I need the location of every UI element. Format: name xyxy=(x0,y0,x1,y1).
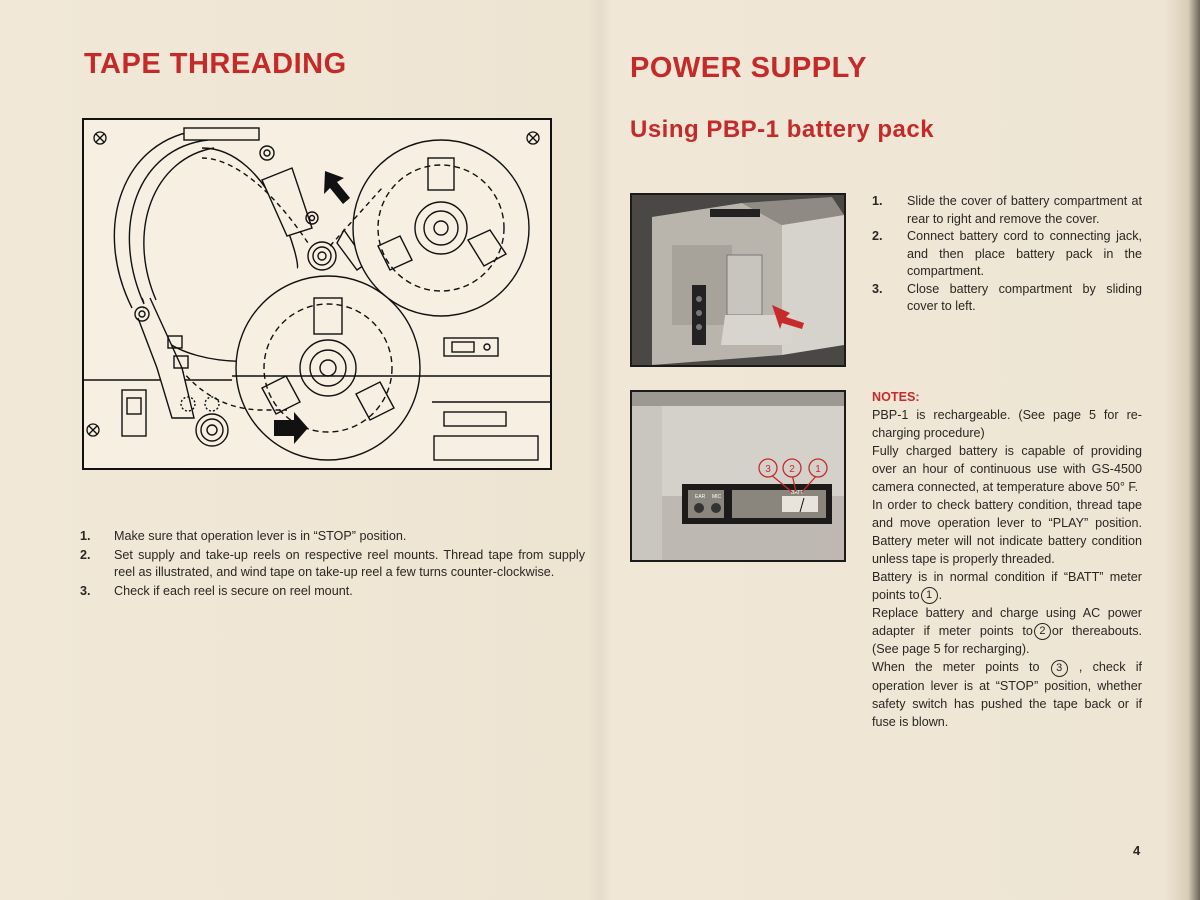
step-text: Check if each reel is secure on reel mou… xyxy=(114,583,353,598)
list-item: 1. Make sure that operation lever is in “… xyxy=(80,528,585,546)
list-item: 2. Set supply and take-up reels on respec… xyxy=(80,547,585,582)
note-text: or thereabouts. (See page 5 for rechargi… xyxy=(872,624,1142,657)
note-check-condition: In order to check battery condition, thr… xyxy=(872,498,1142,566)
tape-threading-steps: 1. Make sure that operation lever is in “… xyxy=(80,528,585,601)
list-item: 3. Check if each reel is secure on reel m… xyxy=(80,583,585,601)
step-text: Make sure that operation lever is in “ST… xyxy=(114,529,407,543)
tape-threading-diagram xyxy=(82,118,552,470)
list-item: 3. Close battery compartment by sliding c… xyxy=(872,281,1142,316)
circled-1-icon: 1 xyxy=(920,587,938,605)
note-normal-condition: Battery is in normal condition if “BATT”… xyxy=(872,568,1142,605)
mic-label: MIC xyxy=(712,494,722,500)
note-text: Replace battery and charge using AC powe… xyxy=(872,606,1142,639)
battery-compartment-photo xyxy=(630,193,846,367)
step-number: 3. xyxy=(80,583,91,598)
note-text: . xyxy=(938,588,943,602)
batt-label: BATT xyxy=(791,490,803,496)
step-text: Close battery compartment by sliding cov… xyxy=(907,281,1142,314)
direction-arrow-icon xyxy=(274,171,350,444)
note-capacity: Fully charged battery is capable of prov… xyxy=(872,444,1142,494)
meter-mark-2: 2 xyxy=(789,464,795,475)
note-meter-3: When the meter points to 3 , check if op… xyxy=(872,658,1142,730)
step-number: 1. xyxy=(80,529,91,543)
circled-2-icon: 2 xyxy=(1033,623,1051,641)
list-item: 2. Connect battery cord to connecting jac… xyxy=(872,228,1142,281)
note-text: Battery is in normal condition if “BATT”… xyxy=(872,570,1142,602)
corner-screw-icon xyxy=(86,131,540,437)
battery-steps: 1. Slide the cover of battery compartment… xyxy=(872,193,1142,316)
step-text: Slide the cover of battery compartment a… xyxy=(907,194,1142,226)
battery-pack-subheading: Using PBP-1 battery pack xyxy=(630,116,935,143)
show-through-text xyxy=(385,56,392,87)
note-text: When the meter points to xyxy=(872,660,1040,675)
list-item: 1. Slide the cover of battery compartment… xyxy=(872,193,1142,228)
notes-title: NOTES: xyxy=(872,390,920,404)
meter-mark-1: 1 xyxy=(815,464,821,475)
step-number: 3. xyxy=(872,281,883,296)
note-rechargeable: PBP-1 is rechargeable. (See page 5 for r… xyxy=(872,408,1142,440)
note-text: , check if operation lever is at “STOP” … xyxy=(872,660,1142,729)
notes-section: NOTES: PBP-1 is rechargeable. (See page … xyxy=(872,388,1142,731)
page-number: 4 xyxy=(1133,843,1141,858)
step-number: 2. xyxy=(80,547,91,562)
note-replace-battery: Replace battery and charge using AC powe… xyxy=(872,604,1142,658)
tape-threading-heading: TAPE THREADING xyxy=(84,48,347,80)
step-text: Set supply and take-up reels on respecti… xyxy=(114,547,585,580)
battery-meter-photo: EAR MIC BATT 3 2 1 xyxy=(630,390,846,562)
step-number: 2. xyxy=(872,229,883,243)
ear-label: EAR xyxy=(695,494,706,500)
step-number: 1. xyxy=(872,194,883,208)
step-text: Connect battery cord to connecting jack,… xyxy=(907,229,1142,278)
power-supply-heading: POWER SUPPLY xyxy=(630,52,867,84)
circled-3-icon: 3 xyxy=(1050,659,1068,677)
meter-mark-3: 3 xyxy=(765,464,771,475)
